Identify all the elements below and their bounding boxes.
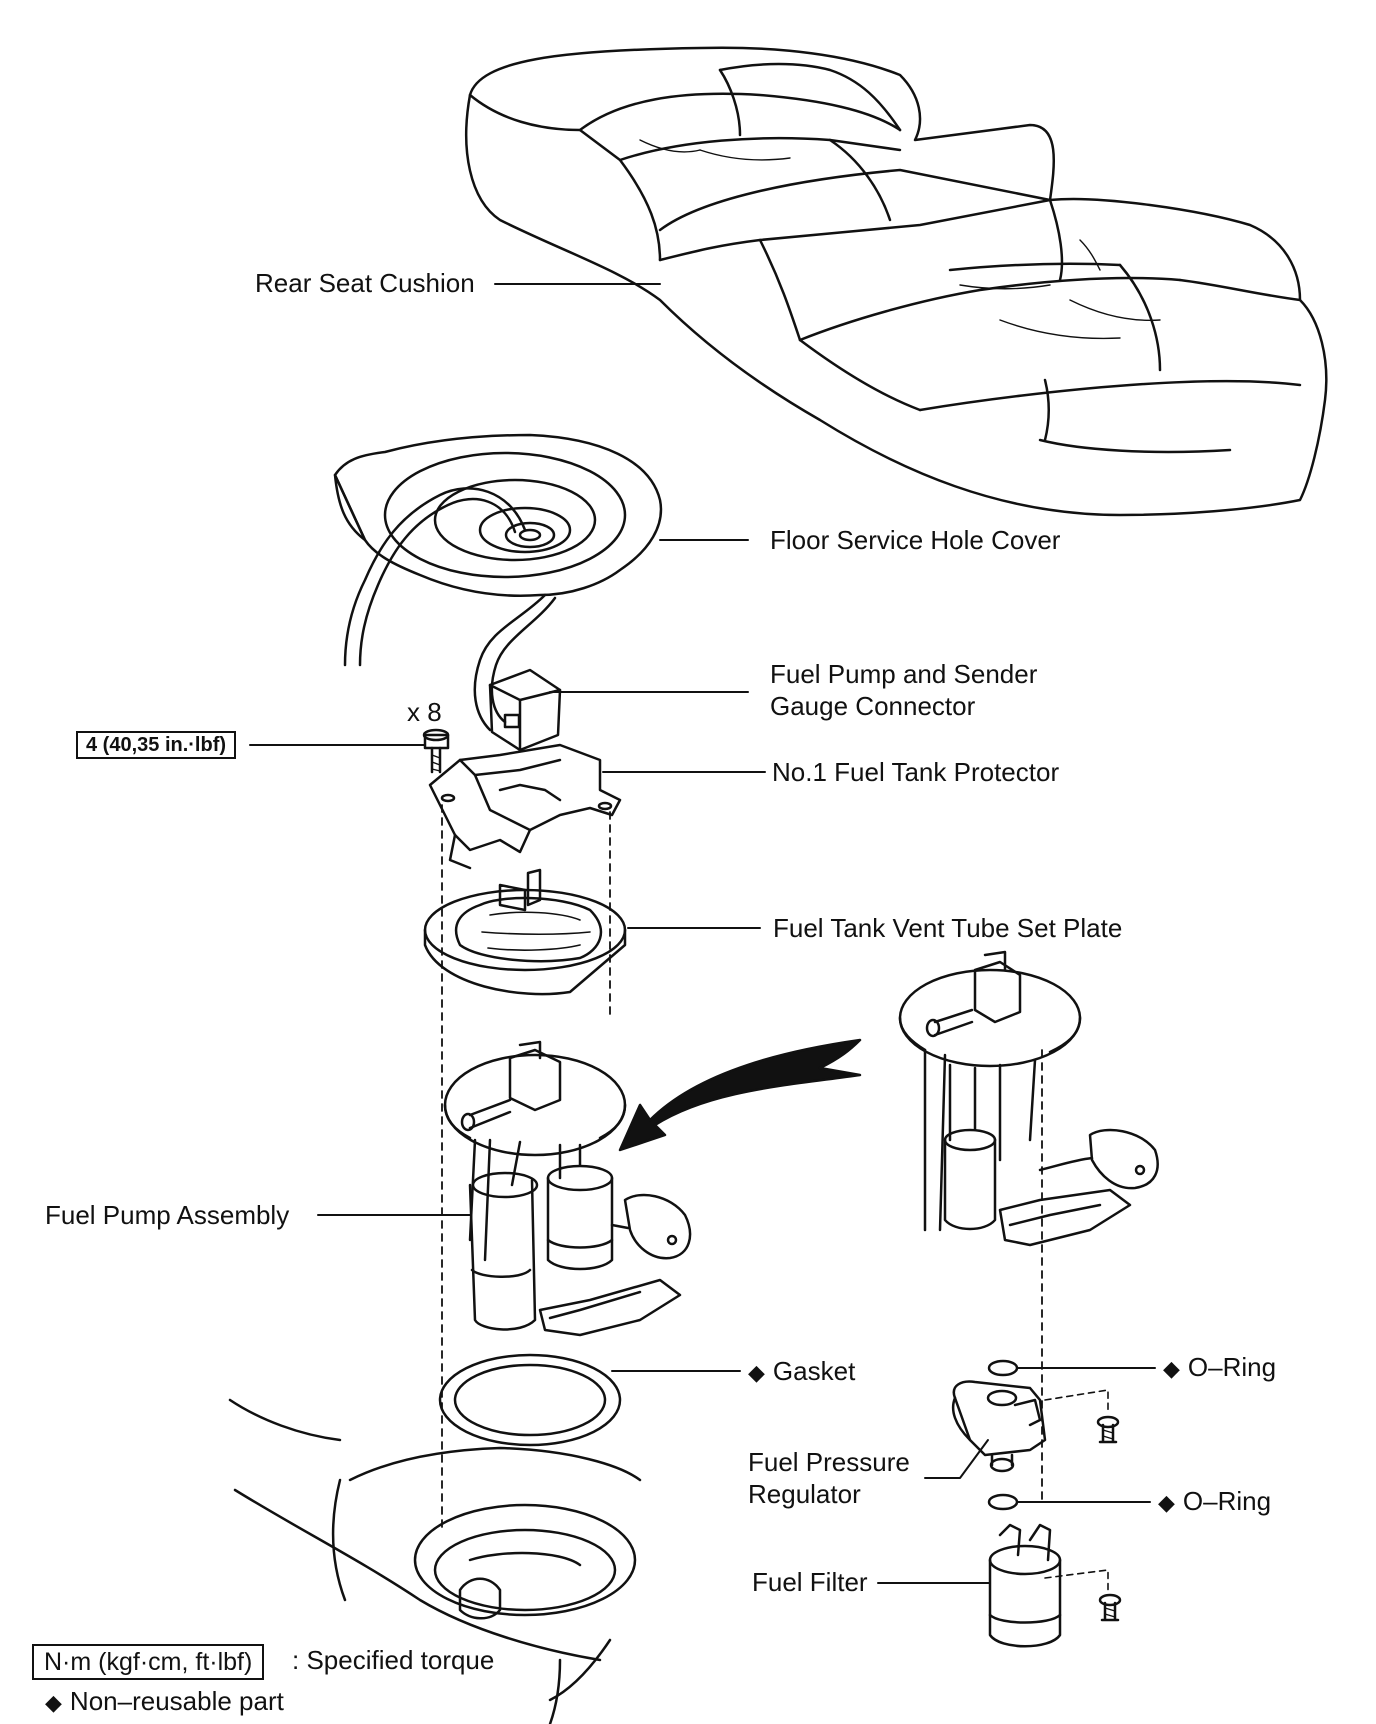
o-ring-lower-drawing <box>987 1493 1019 1511</box>
fuel-tank-protector-drawing <box>428 743 622 870</box>
bolt-drawing <box>422 728 450 774</box>
fuel-tank-opening-drawing <box>228 1398 642 1724</box>
label-gasket: Gasket <box>772 1356 856 1386</box>
legend-torque-units: N·m (kgf·cm, ft·lbf) <box>32 1644 265 1680</box>
leader-lines <box>249 283 1156 1584</box>
gasket-drawing <box>438 1353 622 1447</box>
label-gasket-group: ◆ Gasket <box>748 1356 855 1388</box>
legend-nonreusable-desc: Non–reusable part <box>69 1686 284 1716</box>
fuel-pump-connector-drawing <box>488 668 562 752</box>
label-o-ring-upper-group: ◆ O–Ring <box>1163 1352 1276 1384</box>
label-bolt-count: x 8 <box>407 697 442 727</box>
fuel-pump-detail-drawing <box>898 950 1159 1247</box>
label-fuel-filter: Fuel Filter <box>752 1567 868 1597</box>
label-o-ring-lower: O–Ring <box>1182 1486 1272 1516</box>
label-vent-tube-set-plate: Fuel Tank Vent Tube Set Plate <box>773 913 1123 943</box>
fuel-pressure-regulator-drawing <box>951 1380 1047 1473</box>
vent-tube-set-plate-drawing <box>423 868 627 996</box>
legend-nonreusable: ◆ Non–reusable part <box>45 1686 284 1718</box>
label-fuel-tank-protector: No.1 Fuel Tank Protector <box>772 757 1060 787</box>
floor-service-hole-cover-drawing <box>333 433 663 732</box>
fuel-pump-assembly-drawing <box>443 1040 692 1337</box>
legend-torque-desc: : Specified torque <box>292 1645 495 1675</box>
regulator-screw-drawing <box>1044 1389 1120 1444</box>
filter-screw-drawing <box>1044 1569 1122 1622</box>
label-o-ring-lower-group: ◆ O–Ring <box>1158 1486 1271 1518</box>
label-connector-line2: Gauge Connector <box>770 691 976 721</box>
label-regulator-line2: Regulator <box>748 1479 861 1509</box>
label-o-ring-upper: O–Ring <box>1187 1352 1277 1382</box>
rear-seat-cushion-drawing <box>465 46 1328 517</box>
label-connector: Fuel Pump and Sender Gauge Connector <box>770 658 1037 722</box>
non-reusable-symbol: ◆ <box>748 1360 765 1385</box>
non-reusable-symbol: ◆ <box>1158 1490 1175 1515</box>
fuel-filter-drawing <box>988 1523 1062 1648</box>
label-rear-seat-cushion: Rear Seat Cushion <box>255 268 475 298</box>
label-regulator: Fuel Pressure Regulator <box>748 1446 910 1510</box>
label-fuel-pump-assembly: Fuel Pump Assembly <box>45 1200 290 1230</box>
non-reusable-symbol: ◆ <box>1163 1356 1180 1381</box>
label-connector-line1: Fuel Pump and Sender <box>770 659 1038 689</box>
o-ring-upper-drawing <box>987 1359 1019 1377</box>
label-regulator-line1: Fuel Pressure <box>748 1447 910 1477</box>
detail-arrow <box>618 1038 862 1152</box>
non-reusable-symbol: ◆ <box>45 1690 62 1715</box>
torque-spec-box: 4 (40,35 in.·lbf) <box>76 731 237 759</box>
label-floor-service-hole-cover: Floor Service Hole Cover <box>770 525 1061 555</box>
